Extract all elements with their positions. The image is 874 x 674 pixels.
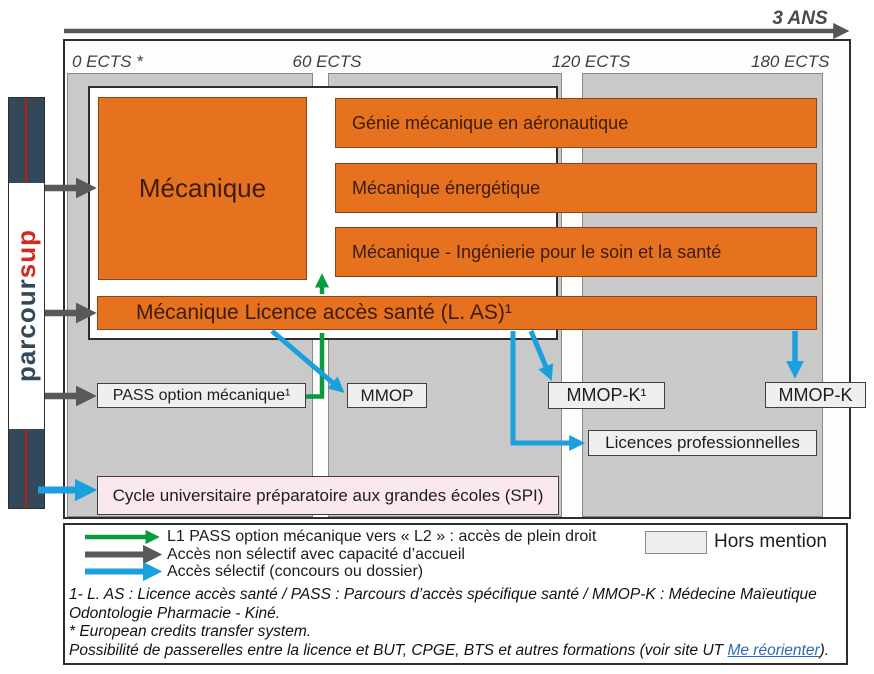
footnote-line-3: * European credits transfer system.	[69, 623, 312, 641]
duration-label: 3 ANS	[772, 8, 828, 29]
footnote-line-4-text: Possibilité de passerelles entre la lice…	[69, 641, 728, 659]
footnote-line-2: Odontologie Pharmacie - Kiné.	[69, 604, 281, 622]
wordmark-prefix: parcour	[11, 278, 41, 383]
logo-red-line	[25, 429, 27, 508]
specialisation-soin-sante: Mécanique - Ingénierie pour le soin et l…	[335, 227, 817, 277]
footnote-line-1: 1- L. AS : Licence accès santé / PASS : …	[69, 586, 817, 603]
hors-mention-label: Hors mention	[714, 531, 827, 552]
parcoursup-logo: parcoursup	[8, 97, 45, 509]
pass-box: PASS option mécanique¹	[97, 383, 306, 408]
logo-bottom-block	[9, 429, 44, 508]
ects-label-0: 0 ECTS *	[72, 52, 143, 71]
footnote-line-4: Possibilité de passerelles entre la lice…	[69, 642, 849, 661]
mecanique-box: Mécanique	[98, 97, 307, 280]
specialisation-genie-aeronautique: Génie mécanique en aéronautique	[335, 98, 817, 148]
wordmark-suffix: sup	[11, 229, 41, 279]
logo-top-block	[9, 98, 44, 183]
hors-mention-swatch	[645, 531, 707, 554]
mmop-k-box: MMOP-K	[765, 382, 866, 408]
ects-label-120: 120 ECTS	[551, 52, 631, 71]
me-reorienter-link[interactable]: Me réorienter	[727, 641, 820, 659]
logo-red-line	[25, 98, 27, 183]
licences-pro-box: Licences professionnelles	[588, 430, 817, 456]
ects-label-60: 60 ECTS	[292, 52, 362, 71]
mmop-box: MMOP	[347, 383, 427, 408]
legend-label-blue: Accès sélectif (concours ou dossier)	[167, 563, 424, 580]
footnote-line-4-end: ).	[819, 641, 830, 659]
las-bar: Mécanique Licence accès santé (L. AS)¹	[97, 296, 817, 330]
parcoursup-wordmark: parcoursup	[9, 183, 44, 429]
legend-panel	[63, 523, 848, 665]
specialisation-energetique: Mécanique énergétique	[335, 163, 817, 213]
legend-label-green: L1 PASS option mécanique vers « L2 » : a…	[167, 528, 597, 545]
footnotes: 1- L. AS : Licence accès santé / PASS : …	[69, 586, 849, 660]
ects-label-180: 180 ECTS	[751, 52, 830, 71]
cycle-prepa-box: Cycle universitaire préparatoire aux gra…	[97, 476, 559, 515]
mmop-k1-box: MMOP-K¹	[548, 382, 665, 409]
legend-label-gray: Accès non sélectif avec capacité d’accue…	[167, 546, 465, 563]
